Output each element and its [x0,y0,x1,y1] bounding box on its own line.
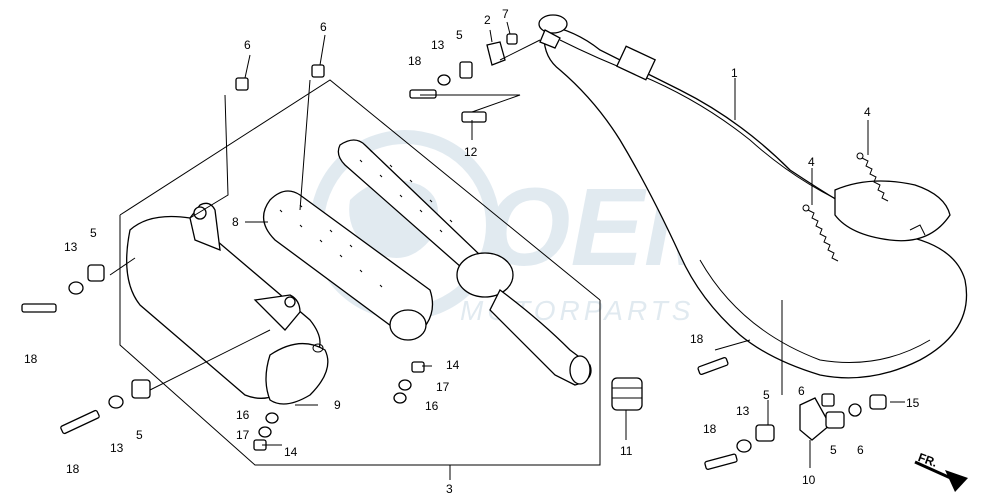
callout-6-d: 6 [857,443,864,457]
callout-8: 8 [232,215,239,229]
callout-6-c: 6 [798,384,805,398]
muffler-inner-tube [337,139,592,386]
callout-18-right-a: 18 [690,332,704,346]
callout-7: 7 [502,7,509,21]
callout-17-b: 17 [236,428,250,442]
callout-13-bottom: 13 [110,441,124,455]
spring-lower [802,204,839,262]
callout-14-a: 14 [446,358,460,372]
callout-4-upper: 4 [864,105,871,119]
callout-10: 10 [802,473,816,487]
front-direction-arrow [914,460,968,492]
callout-2: 2 [484,13,491,27]
assembly-frame-bracket [119,215,601,466]
muffler-packing [263,190,434,341]
callout-11: 11 [620,444,633,458]
callout-15: 15 [906,396,920,410]
grommet [611,377,643,411]
assembly-frame-top [119,79,601,301]
callout-1: 1 [731,66,738,80]
callout-12: 12 [464,145,478,159]
callout-6-b: 6 [320,20,327,34]
exhaust-pipe [538,14,968,379]
callout-5-left: 5 [90,226,97,240]
callout-5-right-b: 5 [830,443,837,457]
callout-18-left: 18 [24,352,38,366]
callout-14-b: 14 [284,445,298,459]
callout-13-right: 13 [736,404,750,418]
callout-4-lower: 4 [808,155,815,169]
callout-16-b: 16 [236,408,250,422]
callout-9: 9 [334,398,341,412]
callout-18-bottom: 18 [66,462,80,476]
stay-bracket [486,41,506,66]
muffler-band [265,343,329,405]
callout-13-left: 13 [64,240,78,254]
muffler-body [126,202,321,399]
callout-16-a: 16 [425,399,439,413]
callout-3: 3 [446,482,453,496]
callout-13-top: 13 [431,38,445,52]
spring-upper [856,152,889,202]
callout-5-bottom: 5 [136,428,143,442]
callout-6-a: 6 [244,38,251,52]
callout-18-right-b: 18 [703,422,717,436]
callout-5-top: 5 [456,28,463,42]
callout-18-top: 18 [408,54,422,68]
fasteners [21,29,887,470]
leader-lines [109,21,905,468]
callout-5-right-a: 5 [763,388,770,402]
callout-17-a: 17 [436,380,450,394]
